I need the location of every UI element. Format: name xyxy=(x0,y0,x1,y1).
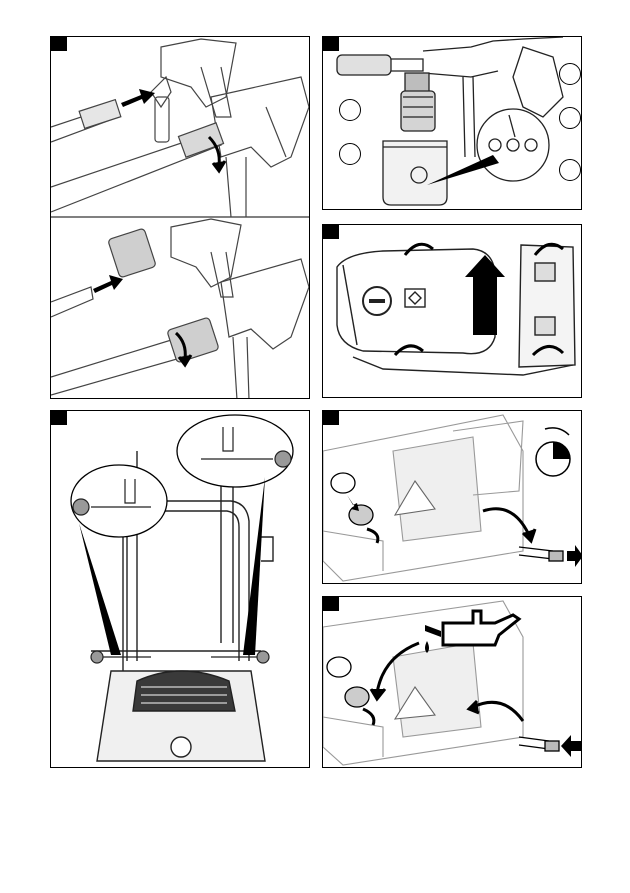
panel-foam-bottle xyxy=(322,36,582,210)
panel-oil-drain xyxy=(322,410,582,584)
hose-upper xyxy=(51,100,224,212)
panel-hose-connect xyxy=(50,36,310,399)
callout-marker xyxy=(559,159,581,181)
callout-marker xyxy=(559,107,581,129)
arrow-right-icon xyxy=(561,735,582,757)
arrow-right-icon xyxy=(121,89,155,107)
callout-marker xyxy=(339,143,361,165)
hose-nozzle-lower xyxy=(51,228,219,395)
arrow-right-icon xyxy=(93,275,123,293)
foam-bottle-illustration xyxy=(323,37,582,210)
callout-marker xyxy=(559,63,581,85)
oil-drain-illustration xyxy=(323,411,582,584)
clock-icon xyxy=(536,428,570,476)
unpack-illustration xyxy=(323,225,582,398)
oil-fill-illustration xyxy=(323,597,582,768)
hose-connect-illustration xyxy=(51,37,310,399)
handle-assembly-illustration xyxy=(51,411,310,768)
zoom-bubble xyxy=(71,415,293,537)
panel-unpack-lift xyxy=(322,224,582,398)
callout-marker xyxy=(339,99,361,121)
arrow-up-icon xyxy=(465,255,505,335)
panel-handle-assembly xyxy=(50,410,310,768)
spray-gun-upper xyxy=(151,39,309,217)
panel-oil-fill xyxy=(322,596,582,768)
spray-gun-lower xyxy=(171,219,309,399)
